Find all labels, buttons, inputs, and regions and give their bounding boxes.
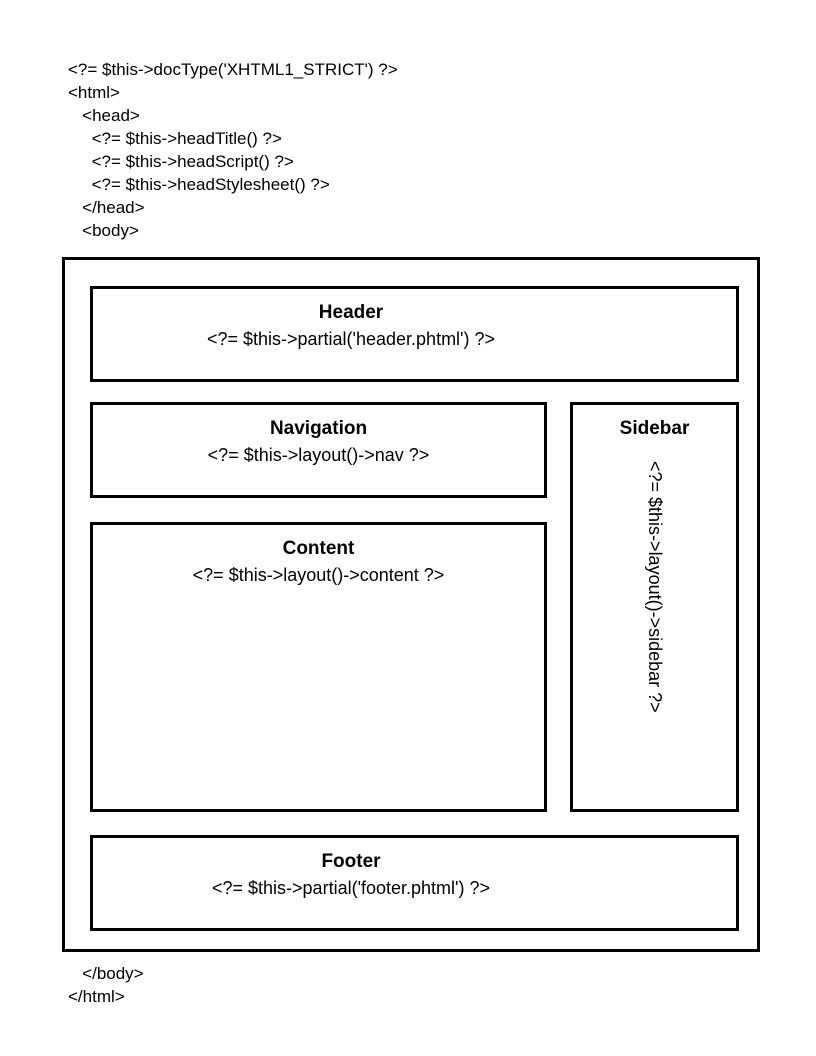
code-listing-bottom: </body> </html>: [68, 964, 144, 1006]
sidebar-box[interactable]: Sidebar <?= $this->layout()->sidebar ?>: [570, 402, 739, 812]
content-title: Content: [282, 538, 355, 559]
footer-box-text: Footer <?= $this->partial('footer.phtml'…: [93, 850, 609, 902]
header-box-text: Header <?= $this->partial('header.phtml'…: [93, 301, 609, 353]
sidebar-code: <?= $this->layout()->sidebar ?>: [644, 461, 665, 713]
content-box-text: Content <?= $this->layout()->content ?>: [93, 537, 544, 589]
footer-code: <?= $this->partial('footer.phtml') ?>: [211, 878, 491, 898]
navigation-title: Navigation: [269, 418, 368, 439]
header-box[interactable]: Header <?= $this->partial('header.phtml'…: [90, 286, 739, 382]
content-box[interactable]: Content <?= $this->layout()->content ?>: [90, 522, 547, 812]
footer-title: Footer: [321, 851, 381, 872]
navigation-box-text: Navigation <?= $this->layout()->nav ?>: [93, 417, 544, 469]
footer-box[interactable]: Footer <?= $this->partial('footer.phtml'…: [90, 835, 739, 931]
header-title: Header: [318, 302, 384, 323]
header-code: <?= $this->partial('header.phtml') ?>: [206, 329, 496, 349]
code-listing-top: <?= $this->docType('XHTML1_STRICT') ?> <…: [68, 60, 398, 240]
navigation-code: <?= $this->layout()->nav ?>: [207, 445, 430, 465]
navigation-box[interactable]: Navigation <?= $this->layout()->nav ?>: [90, 402, 547, 498]
body-box: Header <?= $this->partial('header.phtml'…: [62, 257, 760, 952]
sidebar-title: Sidebar: [619, 418, 690, 439]
content-code: <?= $this->layout()->content ?>: [192, 565, 445, 585]
